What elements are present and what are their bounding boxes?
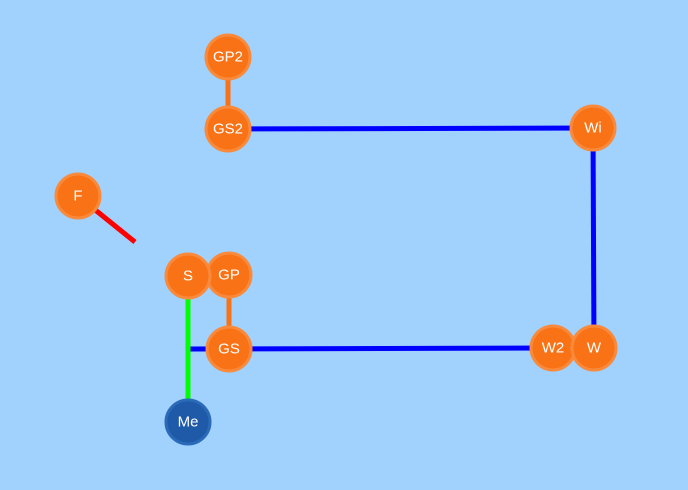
node-wi-circle bbox=[569, 104, 617, 152]
node-gp2-circle bbox=[204, 33, 252, 81]
node-gp2[interactable]: GP2 bbox=[204, 33, 252, 81]
node-w2[interactable]: W2 bbox=[529, 324, 577, 372]
node-f-label: F bbox=[73, 188, 82, 205]
node-wi[interactable]: Wi bbox=[569, 104, 617, 152]
node-gs[interactable]: GS bbox=[205, 325, 253, 373]
link-gs2-wi bbox=[227, 125, 594, 132]
node-gs2[interactable]: GS2 bbox=[204, 105, 252, 153]
node-w-circle bbox=[570, 324, 618, 372]
node-gp2-label: GP2 bbox=[213, 49, 243, 66]
node-me-circle bbox=[164, 398, 212, 446]
node-gp[interactable]: GP bbox=[205, 251, 253, 299]
node-w[interactable]: W bbox=[570, 324, 618, 372]
link-wi-w bbox=[590, 127, 597, 349]
node-f-circle bbox=[54, 172, 102, 220]
node-gs2-circle bbox=[204, 105, 252, 153]
node-gs-label: GS bbox=[218, 341, 240, 358]
node-w-label: W bbox=[587, 340, 602, 357]
node-gs2-label: GS2 bbox=[213, 121, 243, 138]
node-wi-label: Wi bbox=[584, 120, 602, 137]
node-me[interactable]: Me bbox=[164, 398, 212, 446]
node-gs-circle bbox=[205, 325, 253, 373]
node-s[interactable]: S bbox=[164, 252, 212, 300]
node-gp-label: GP bbox=[218, 267, 240, 284]
node-me-label: Me bbox=[178, 414, 199, 431]
node-s-label: S bbox=[183, 268, 193, 285]
node-f[interactable]: F bbox=[54, 172, 102, 220]
node-s-circle bbox=[164, 252, 212, 300]
node-w2-label: W2 bbox=[542, 340, 565, 357]
